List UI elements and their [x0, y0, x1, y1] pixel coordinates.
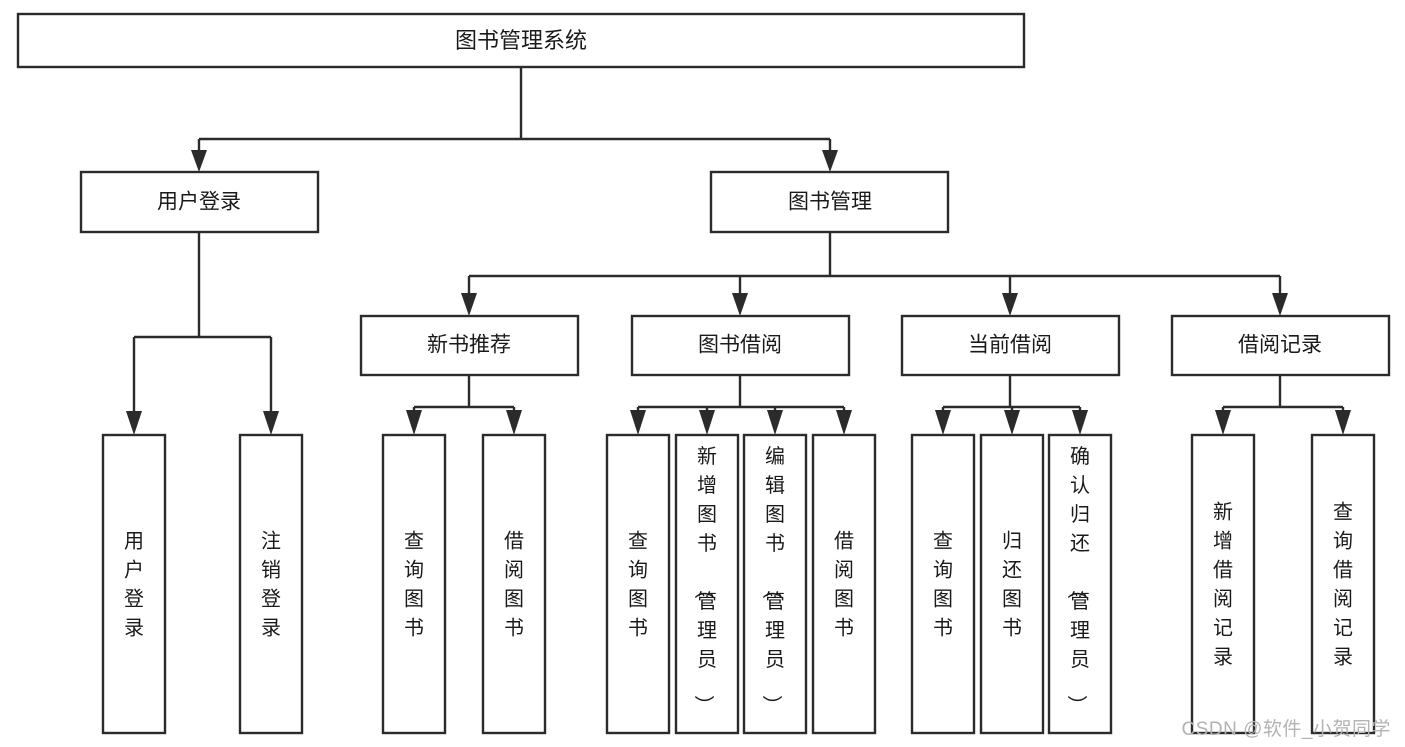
leaf-node[interactable]: 新增图书（管理员） — [674, 433, 740, 735]
arrowhead-leaf-add-record — [1215, 410, 1231, 435]
leaf-node-box[interactable] — [101, 433, 167, 735]
leaf-node-label: 用户登录 — [124, 531, 144, 640]
leaf-node-label: 查询借阅记录 — [1333, 501, 1353, 669]
arrowhead-leaf-logout — [263, 411, 279, 435]
leaf-node-box[interactable] — [1310, 433, 1376, 735]
leaf-node-box[interactable] — [481, 433, 547, 735]
node-book-manage[interactable]: 图书管理 — [709, 170, 950, 234]
arrowhead-leaf-borrow-book-b — [836, 410, 852, 435]
node-current-borrow-box[interactable] — [900, 314, 1121, 377]
leaf-node-label: 注销登录 — [261, 530, 281, 640]
arrowhead-leaf-add-book — [699, 410, 715, 435]
node-root[interactable]: 图书管理系统 — [16, 12, 1026, 69]
node-root-box[interactable] — [16, 12, 1026, 69]
node-book-borrow[interactable]: 图书借阅 — [630, 314, 851, 377]
leaf-node-box[interactable] — [605, 433, 671, 735]
arrowhead-borrow-record — [1272, 293, 1288, 316]
arrowhead-book-borrow — [732, 293, 748, 316]
leaf-node-label: 确认归还（管理员） — [1065, 445, 1090, 715]
leaf-node-label: 新增图书（管理员） — [692, 445, 717, 715]
node-user-login[interactable]: 用户登录 — [79, 170, 320, 234]
arrowhead-leaf-confirm-return — [1072, 410, 1088, 435]
node-book-manage-box[interactable] — [709, 170, 950, 234]
node-book-manage-label: 图书管理 — [788, 191, 872, 214]
connector-layer — [126, 67, 1351, 435]
leaf-node[interactable]: 借阅图书 — [481, 433, 547, 735]
node-user-login-label: 用户登录 — [157, 191, 241, 214]
leaf-node-label: 借阅图书 — [504, 530, 524, 640]
leaf-node-box[interactable] — [381, 433, 447, 735]
leaf-node[interactable]: 查询图书 — [381, 433, 447, 735]
leaf-node[interactable]: 查询图书 — [910, 433, 976, 735]
leaf-node[interactable]: 注销登录 — [238, 433, 304, 735]
leaf-node-label: 查询图书 — [933, 530, 953, 640]
arrowhead-current-borrow — [1002, 293, 1018, 316]
leaf-node[interactable]: 查询图书 — [605, 433, 671, 735]
arrowhead-leaf-return-book — [1004, 410, 1020, 435]
node-book-borrow-label: 图书借阅 — [698, 334, 782, 357]
leaf-node-box[interactable] — [238, 433, 304, 735]
leaf-node-label: 编辑图书（管理员） — [760, 445, 785, 715]
leaf-node-label: 新增借阅记录 — [1213, 501, 1233, 669]
leaf-node-box[interactable] — [811, 433, 877, 735]
leaf-node-layer: 用户登录 注销登录 查询图书 借阅图书 查询图书 新增图书（管理员） 编辑图书（管理员） 借阅… — [101, 433, 1376, 735]
arrowhead-leaf-query-book-c — [935, 410, 951, 435]
arrowhead-leaf-query-book-b — [630, 410, 646, 435]
arrowhead-user-login — [191, 150, 207, 172]
node-new-book-rec[interactable]: 新书推荐 — [359, 314, 580, 377]
node-borrow-record[interactable]: 借阅记录 — [1170, 314, 1391, 377]
leaf-node[interactable]: 归还图书 — [979, 433, 1045, 735]
leaf-node[interactable]: 用户登录 — [101, 433, 167, 735]
node-book-borrow-box[interactable] — [630, 314, 851, 377]
leaf-node-box[interactable] — [674, 433, 740, 735]
leaf-node[interactable]: 确认归还（管理员） — [1047, 433, 1113, 735]
node-user-login-box[interactable] — [79, 170, 320, 234]
leaf-node[interactable]: 编辑图书（管理员） — [742, 433, 808, 735]
node-new-book-rec-label: 新书推荐 — [427, 334, 511, 357]
leaf-node[interactable]: 新增借阅记录 — [1190, 433, 1256, 735]
leaf-node[interactable]: 查询借阅记录 — [1310, 433, 1376, 735]
arrowhead-new-book-rec — [461, 293, 477, 316]
node-current-borrow[interactable]: 当前借阅 — [900, 314, 1121, 377]
leaf-node[interactable]: 借阅图书 — [811, 433, 877, 735]
node-new-book-rec-box[interactable] — [359, 314, 580, 377]
leaf-node-label: 查询图书 — [404, 530, 424, 640]
leaf-node-label: 归还图书 — [1002, 530, 1022, 640]
arrowhead-leaf-query-book-a — [406, 410, 422, 435]
leaf-node-box[interactable] — [1047, 433, 1113, 735]
leaf-node-label: 查询图书 — [628, 530, 648, 640]
leaf-node-box[interactable] — [1190, 433, 1256, 735]
node-current-borrow-label: 当前借阅 — [968, 334, 1052, 357]
arrowhead-leaf-borrow-book-a — [506, 410, 522, 435]
leaf-node-box[interactable] — [979, 433, 1045, 735]
arrowhead-leaf-edit-book — [767, 410, 783, 435]
leaf-node-box[interactable] — [910, 433, 976, 735]
node-root-label: 图书管理系统 — [455, 28, 587, 53]
node-borrow-record-label: 借阅记录 — [1238, 334, 1322, 357]
node-borrow-record-box[interactable] — [1170, 314, 1391, 377]
arrowhead-leaf-query-record — [1335, 410, 1351, 435]
arrowhead-leaf-user-login — [126, 411, 142, 435]
leaf-node-label: 借阅图书 — [834, 530, 854, 640]
leaf-node-box[interactable] — [742, 433, 808, 735]
arrowhead-book-manage — [822, 150, 838, 172]
